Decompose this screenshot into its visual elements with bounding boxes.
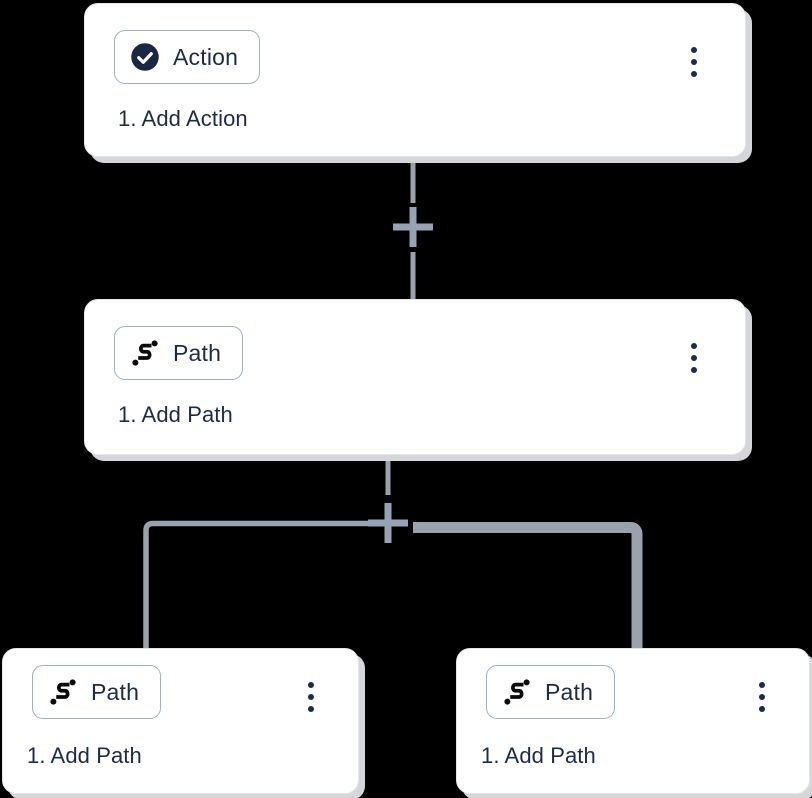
step-title: 1. Add Path bbox=[27, 743, 142, 768]
add-path-plus-button[interactable] bbox=[368, 503, 408, 543]
step-menu-button[interactable] bbox=[687, 339, 701, 377]
step-title: 1. Add Path bbox=[118, 402, 233, 427]
step-menu-button[interactable] bbox=[304, 678, 318, 716]
kebab-menu-icon bbox=[691, 47, 697, 53]
check-circle-icon bbox=[131, 43, 159, 71]
badge-label: Path bbox=[173, 339, 222, 366]
step-card-path[interactable]: Path 1. Add Path bbox=[84, 299, 746, 455]
badge-label: Path bbox=[545, 678, 594, 705]
path-type-badge[interactable]: Path bbox=[32, 665, 162, 719]
kebab-menu-icon bbox=[759, 682, 765, 688]
step-menu-button[interactable] bbox=[687, 43, 701, 81]
step-card-action[interactable]: Action 1. Add Action bbox=[84, 3, 746, 157]
action-type-badge[interactable]: Action bbox=[114, 30, 261, 84]
badge-label: Path bbox=[91, 678, 140, 705]
path-icon bbox=[50, 679, 76, 705]
path-type-badge[interactable]: Path bbox=[486, 665, 616, 719]
badge-label: Action bbox=[173, 43, 239, 70]
connector-path-to-branches bbox=[143, 455, 643, 650]
step-title: 1. Add Action bbox=[118, 106, 248, 131]
path-icon bbox=[504, 679, 530, 705]
kebab-menu-icon bbox=[308, 682, 314, 688]
kebab-menu-icon bbox=[691, 343, 697, 349]
add-step-plus-button[interactable] bbox=[393, 207, 433, 247]
branch-line-left bbox=[143, 520, 408, 650]
step-title: 1. Add Path bbox=[481, 743, 596, 768]
path-type-badge[interactable]: Path bbox=[114, 326, 244, 380]
step-menu-button[interactable] bbox=[755, 678, 769, 716]
branch-line-right bbox=[413, 522, 643, 650]
branch-card-path-left[interactable]: Path 1. Add Path bbox=[2, 648, 359, 794]
branch-card-path-right[interactable]: Path 1. Add Path bbox=[456, 648, 810, 794]
path-icon bbox=[132, 340, 158, 366]
